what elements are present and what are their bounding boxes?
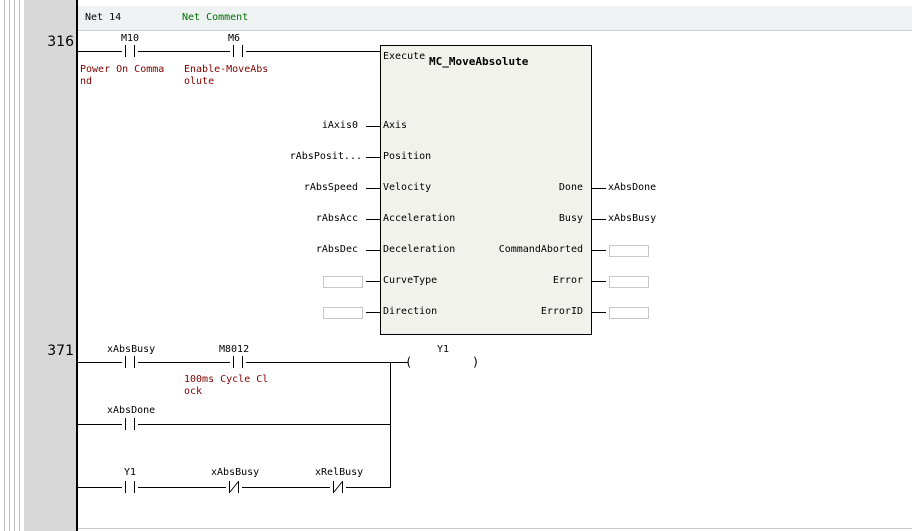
fb-pin-commandaborted: CommandAborted [498, 244, 583, 255]
contact-xabsbusy-nc-address: xAbsBusy [211, 467, 260, 478]
contact-xabsbusy[interactable] [122, 356, 138, 368]
contact-m10-address: M10 [121, 33, 140, 44]
contact-y1-address: Y1 [124, 467, 137, 478]
contact-m8012[interactable] [230, 356, 246, 368]
contact-m6-comment: Enable-MoveAbs olute [184, 64, 269, 87]
fb-pin-busy: Busy [558, 213, 583, 224]
fb-input-acceleration-var[interactable]: rAbsAcc [315, 213, 358, 224]
fb-pin-acceleration: Acceleration [383, 213, 456, 224]
fb-input-direction-empty[interactable] [323, 307, 363, 319]
coil-y1-right[interactable]: ) [472, 355, 480, 369]
rung-371-branch1-wire [78, 424, 390, 425]
rung-371-branch-join [390, 362, 391, 487]
rung-316-wire [78, 51, 380, 52]
contact-m6[interactable] [230, 45, 246, 57]
fb-pin-position: Position [383, 151, 432, 162]
left-gutter [0, 0, 25, 531]
fb-pin-direction: Direction [383, 306, 438, 317]
fb-input-axis-var[interactable]: iAxis0 [321, 120, 358, 131]
contact-m10[interactable] [122, 45, 138, 57]
contact-xrelbusy-nc[interactable] [330, 481, 346, 493]
fb-output-commandaborted-empty[interactable] [609, 245, 649, 257]
fb-output-error-empty[interactable] [609, 276, 649, 288]
fb-output-errorid-empty[interactable] [609, 307, 649, 319]
contact-xrelbusy-nc-address: xRelBusy [315, 467, 364, 478]
fb-pin-curvetype: CurveType [383, 275, 438, 286]
fb-input-position-var[interactable]: rAbsPosit... [289, 151, 362, 162]
net-label: Net 14 [85, 12, 122, 23]
fb-execute-pin: Execute [383, 51, 426, 62]
contact-xabsdone[interactable] [122, 418, 138, 430]
fb-output-done-var[interactable]: xAbsDone [608, 182, 657, 193]
left-power-rail [76, 0, 78, 531]
contact-m10-comment: Power On Comma nd [80, 64, 165, 87]
contact-xabsbusy-address: xAbsBusy [107, 344, 156, 355]
net-comment[interactable]: Net Comment [182, 12, 249, 23]
fb-pin-velocity: Velocity [383, 182, 432, 193]
rung-number-column [24, 0, 76, 531]
fb-pin-deceleration: Deceleration [383, 244, 456, 255]
fb-pin-axis: Axis [383, 120, 408, 131]
contact-m6-address: M6 [228, 33, 241, 44]
contact-xabsdone-address: xAbsDone [107, 405, 156, 416]
fb-input-curvetype-empty[interactable] [323, 276, 363, 288]
fb-pin-errorid: ErrorID [540, 306, 583, 317]
contact-xabsbusy-nc[interactable] [226, 481, 242, 493]
coil-y1-left[interactable]: ( [405, 355, 413, 369]
rung-number-371: 371 [47, 343, 74, 359]
contact-y1[interactable] [122, 481, 138, 493]
fb-pin-done: Done [558, 182, 583, 193]
contact-m8012-address: M8012 [219, 344, 250, 355]
bottom-border [78, 528, 912, 529]
coil-y1-address: Y1 [437, 344, 450, 355]
contact-m8012-comment: 100ms Cycle Cl ock [184, 374, 269, 397]
fb-input-deceleration-var[interactable]: rAbsDec [315, 244, 358, 255]
rung-number-316: 316 [47, 34, 74, 50]
fb-pin-error: Error [552, 275, 583, 286]
net-header[interactable] [78, 6, 912, 31]
mc-moveabsolute-block[interactable] [380, 45, 592, 335]
fb-name: MC_MoveAbsolute [429, 55, 529, 68]
fb-input-velocity-var[interactable]: rAbsSpeed [303, 182, 358, 193]
fb-output-busy-var[interactable]: xAbsBusy [608, 213, 657, 224]
